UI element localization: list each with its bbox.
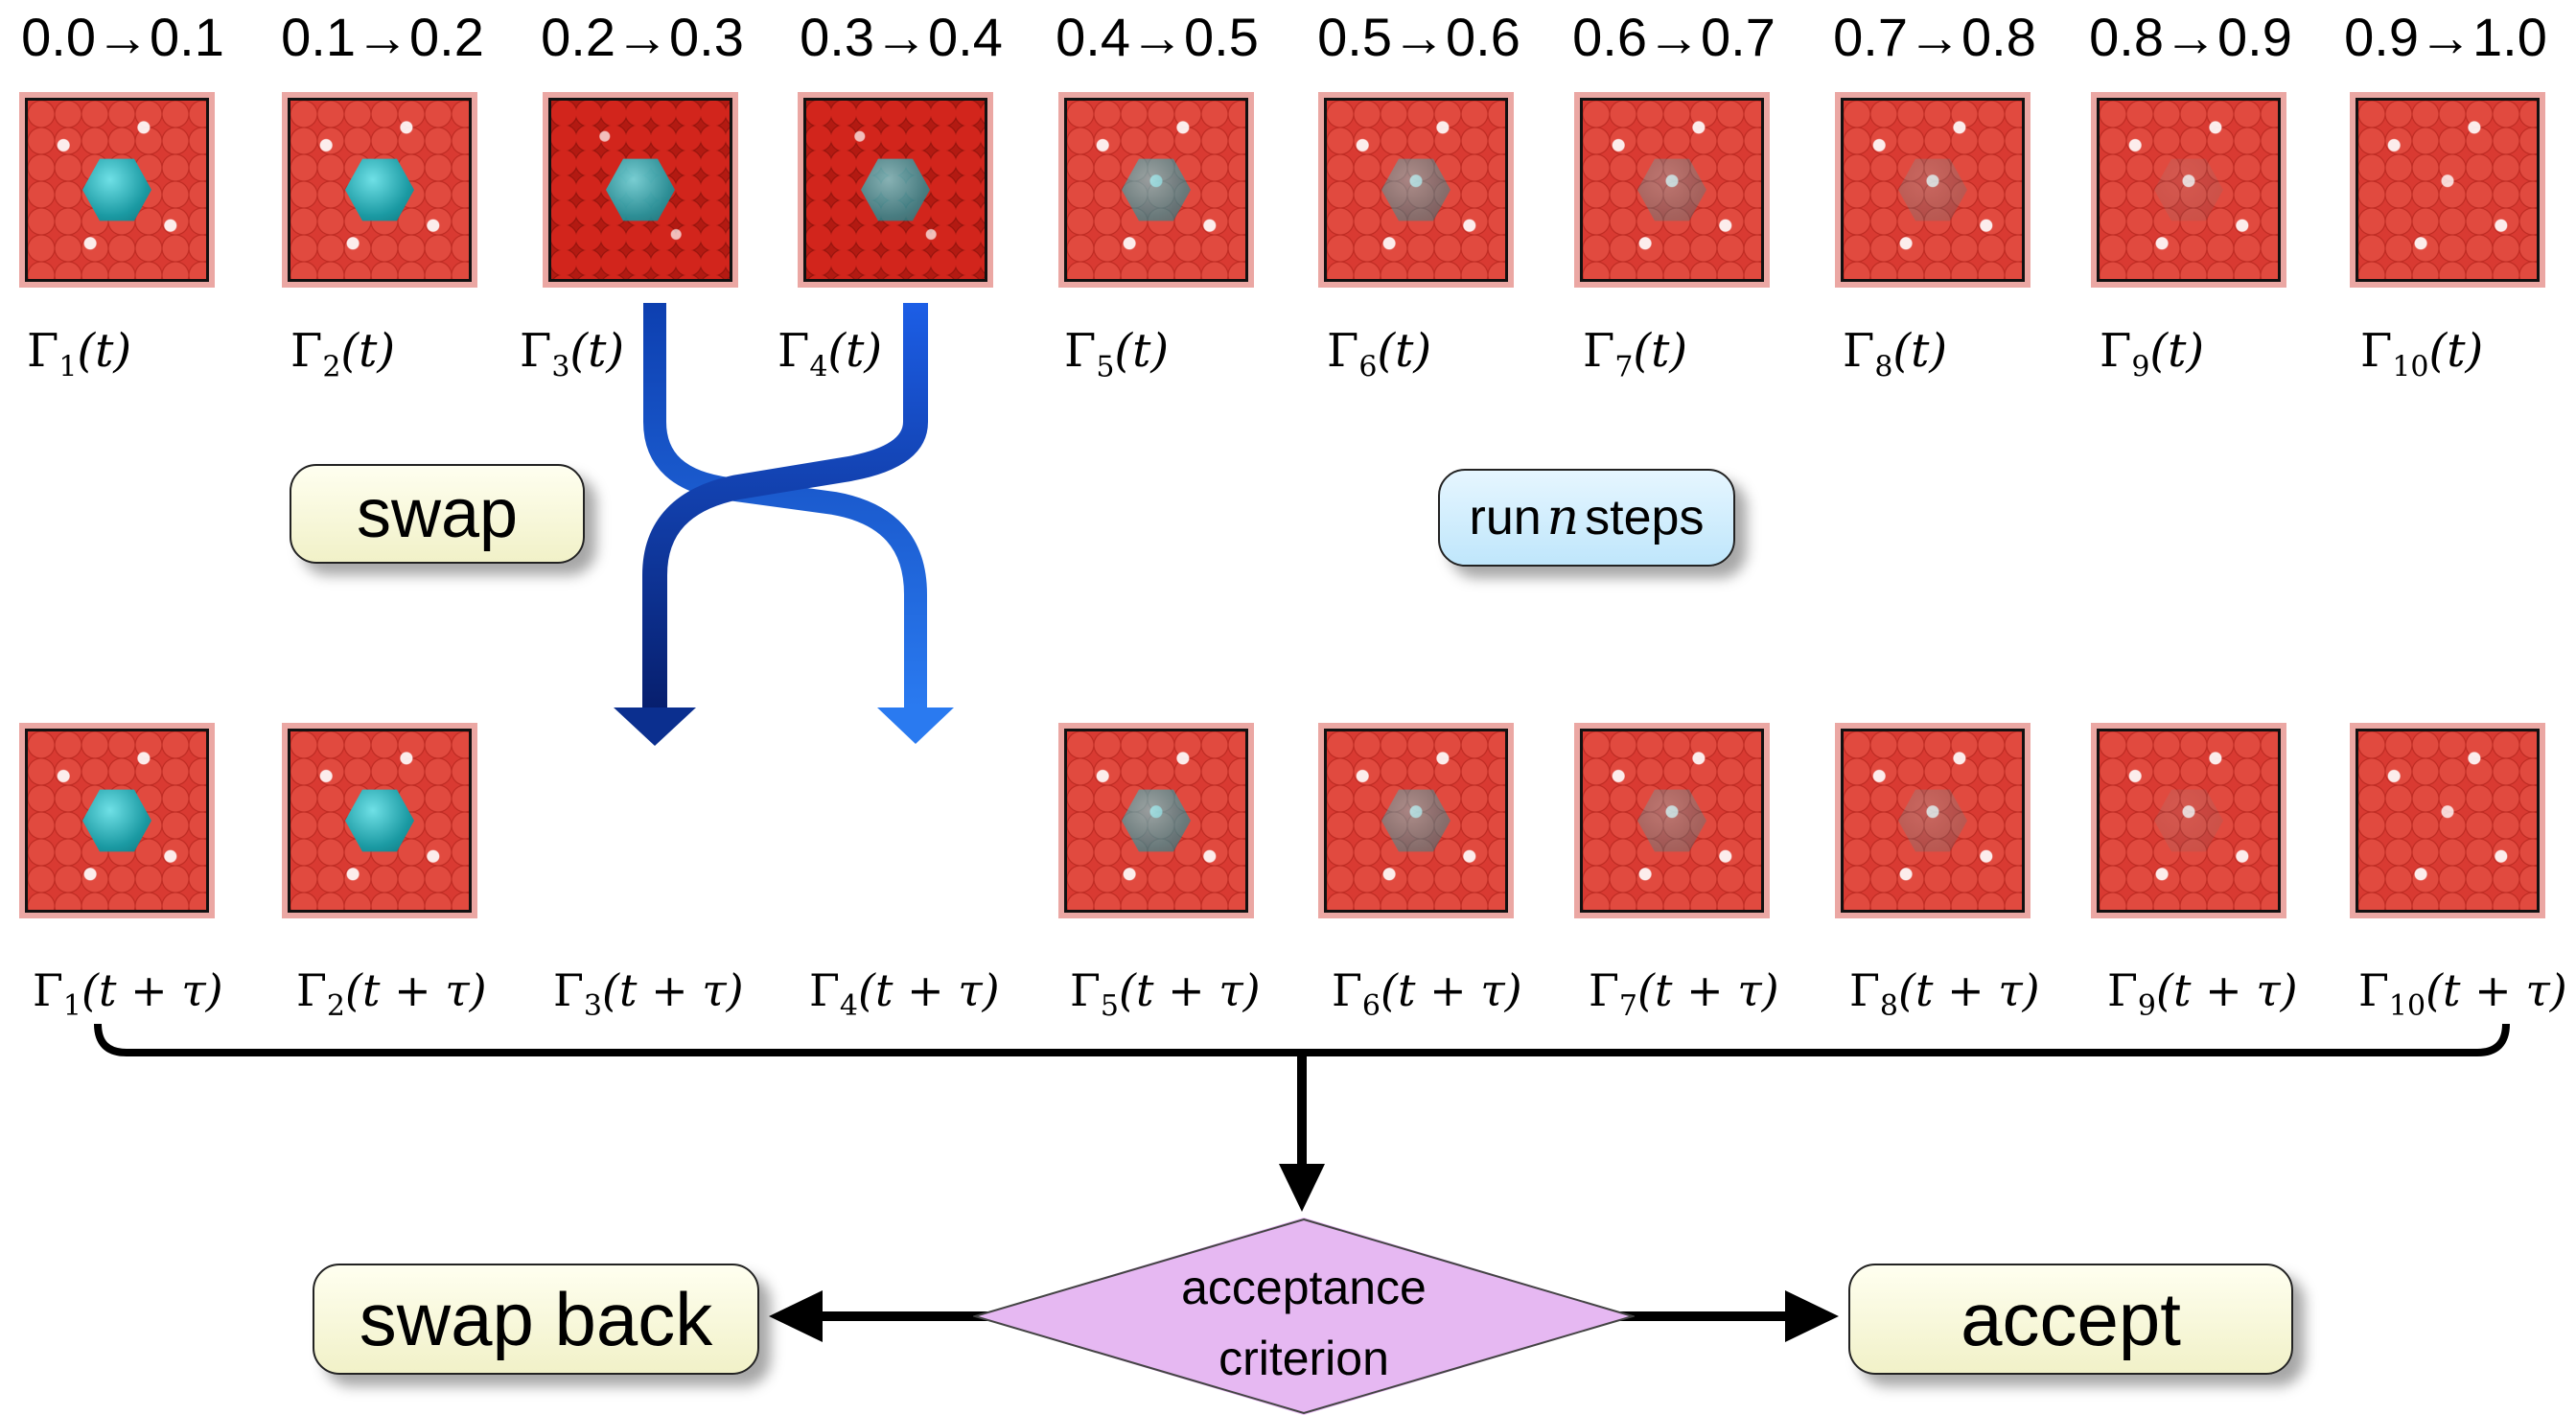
- state-label: Γ1(t + τ): [33, 964, 223, 1024]
- state-label: Γ10(t + τ): [2358, 964, 2567, 1024]
- diamond-outline: [973, 1218, 1635, 1415]
- state-label: Γ2(t + τ): [296, 964, 487, 1024]
- acceptance-line: acceptance: [1181, 1261, 1427, 1314]
- simulation-box: [2097, 729, 2281, 913]
- state-label: Γ2(t): [290, 324, 396, 384]
- swap-arrow-dark: [642, 303, 928, 708]
- state-label: Γ10(t): [2360, 324, 2484, 384]
- simulation-box: [1324, 729, 1508, 913]
- solute-molecule: [1122, 789, 1191, 852]
- range-label: 0.1→0.2: [281, 7, 484, 67]
- state-label: Γ9(t + τ): [2107, 964, 2298, 1024]
- range-label: 0.9→1.0: [2344, 7, 2547, 67]
- range-label: 0.3→0.4: [800, 7, 1003, 67]
- run-steps-label: run n steps: [1438, 469, 1735, 567]
- simulation-box: [2097, 98, 2281, 282]
- arrow-head-dark: [614, 708, 696, 746]
- simulation-box: [1580, 729, 1764, 913]
- simulation-box: [25, 98, 209, 282]
- state-label: Γ3(t + τ): [553, 964, 744, 1024]
- accept-arrow-head: [1785, 1290, 1839, 1342]
- swap-back-label: swap back: [313, 1264, 759, 1375]
- swap-back-text: swap back: [359, 1276, 713, 1361]
- grouping-brace: [94, 1023, 2510, 1056]
- state-label: Γ6(t + τ): [1332, 964, 1522, 1024]
- state-label: Γ5(t + τ): [1070, 964, 1261, 1024]
- run-n: n: [1546, 489, 1580, 546]
- simulation-box: [1064, 98, 1248, 282]
- solute-molecule: [1637, 789, 1706, 852]
- range-label: 0.6→0.7: [1572, 7, 1775, 67]
- state-label: Γ8(t + τ): [1849, 964, 2040, 1024]
- simulation-box: [25, 729, 209, 913]
- state-label: Γ7(t + τ): [1589, 964, 1779, 1024]
- solute-molecule: [345, 789, 414, 852]
- simulation-box: [288, 729, 472, 913]
- simulation-box: [803, 98, 987, 282]
- state-label: Γ7(t): [1583, 324, 1688, 384]
- simulation-box: [1064, 729, 1248, 913]
- swap-back-arrow-head: [769, 1290, 823, 1342]
- swap-arrow-light: [643, 303, 927, 708]
- simulation-box: [1841, 98, 2025, 282]
- state-label: Γ6(t): [1327, 324, 1432, 384]
- solute-molecule: [2154, 789, 2223, 852]
- solute-molecule: [82, 789, 151, 852]
- range-label: 0.7→0.8: [1833, 7, 2036, 67]
- state-label: Γ4(t): [777, 324, 883, 384]
- simulation-box: [1580, 98, 1764, 282]
- acceptance-criterion-label: acceptance criterion: [1093, 1252, 1515, 1394]
- swap-text: swap: [356, 476, 519, 552]
- criterion-line: criterion: [1218, 1332, 1389, 1385]
- simulation-box: [2356, 729, 2540, 913]
- state-label: Γ5(t): [1064, 324, 1170, 384]
- simulation-box: [288, 98, 472, 282]
- state-label: Γ4(t + τ): [809, 964, 1000, 1024]
- state-label: Γ8(t): [1843, 324, 1948, 384]
- range-label: 0.2→0.3: [541, 7, 744, 67]
- swap-label: swap: [290, 464, 585, 564]
- state-label: Γ1(t): [27, 324, 132, 384]
- decision-arrow-head: [1279, 1164, 1325, 1212]
- simulation-box: [548, 98, 732, 282]
- simulation-box: [1841, 729, 2025, 913]
- steps-text: steps: [1585, 490, 1705, 545]
- simulation-box: [2356, 98, 2540, 282]
- solute-molecule: [1381, 789, 1450, 852]
- accept-label: accept: [1848, 1264, 2293, 1375]
- range-label: 0.4→0.5: [1056, 7, 1259, 67]
- arrow-head-light: [877, 708, 954, 744]
- range-label: 0.8→0.9: [2089, 7, 2292, 67]
- accept-text: accept: [1961, 1276, 2181, 1361]
- state-label: Γ9(t): [2100, 324, 2205, 384]
- run-text: run: [1469, 490, 1542, 545]
- range-label: 0.5→0.6: [1317, 7, 1520, 67]
- range-label: 0.0→0.1: [21, 7, 224, 67]
- state-label: Γ3(t): [520, 324, 625, 384]
- simulation-box: [1324, 98, 1508, 282]
- solute-molecule: [1898, 789, 1967, 852]
